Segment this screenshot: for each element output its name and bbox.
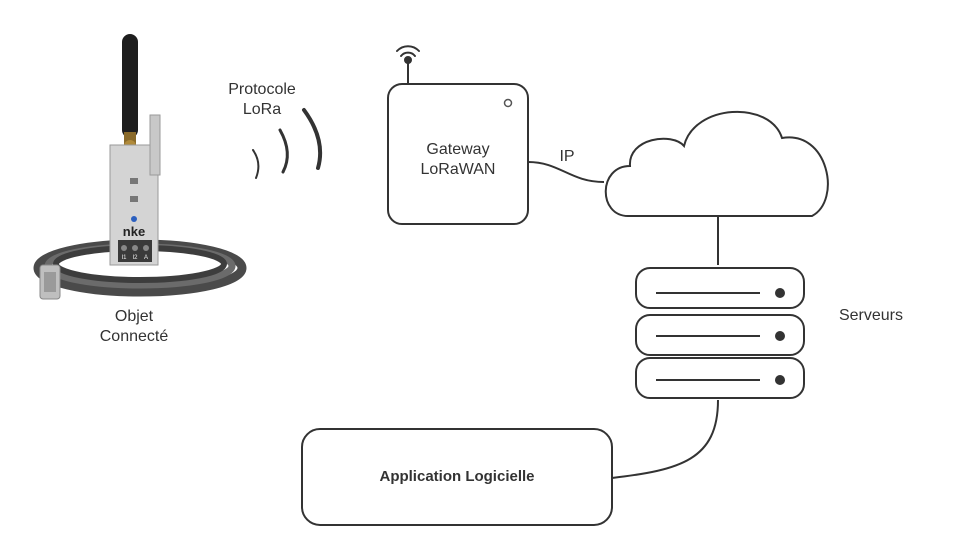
gateway-label-line2: LoRaWAN — [420, 161, 496, 178]
connected-object-label: Objet Connecté — [80, 307, 188, 347]
application-label: Application Logicielle — [379, 468, 535, 485]
server-stack — [635, 267, 805, 399]
connected-object-device: nke I1 I2 A — [33, 34, 247, 300]
server-unit — [635, 357, 805, 399]
device-body: nke I1 I2 A — [109, 114, 161, 266]
gateway-label-line1: Gateway — [426, 141, 490, 158]
ip-label: IP — [559, 148, 575, 165]
device-brand: nke — [123, 224, 145, 239]
gateway-label: Gateway LoRaWAN — [398, 140, 518, 180]
device-terminal-label: I2 — [132, 255, 138, 261]
connected-object-label-line2: Connecté — [99, 328, 169, 345]
protocol-label-line1: Protocole — [228, 81, 296, 98]
server-unit — [635, 267, 805, 309]
protocol-label-line2: LoRa — [242, 101, 282, 118]
ip-link — [527, 161, 605, 183]
lora-wave-icon — [252, 108, 323, 179]
device-terminal-label: A — [144, 255, 148, 261]
servers-label: Serveurs — [838, 307, 904, 324]
server-app-link — [611, 399, 719, 479]
server-unit — [635, 314, 805, 356]
protocol-label: Protocole LoRa — [210, 80, 314, 120]
gateway-device — [387, 45, 529, 225]
gateway-antenna-icon — [396, 45, 420, 85]
antenna-icon — [122, 34, 138, 152]
cloud-icon — [604, 110, 829, 217]
device-terminal-label: I1 — [121, 255, 127, 261]
cable-plug — [39, 264, 61, 300]
application-box — [301, 428, 613, 526]
connected-object-label-line1: Objet — [114, 308, 154, 325]
